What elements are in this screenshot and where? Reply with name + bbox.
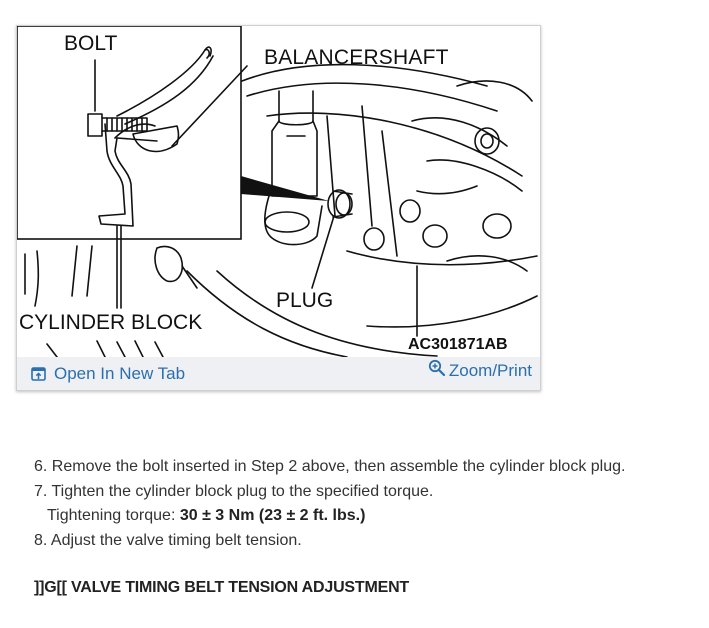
plug-label: PLUG xyxy=(276,289,334,312)
zoom-print-label: Zoom/Print xyxy=(448,361,532,380)
torque-spec: Tightening torque: 30 ± 3 Nm (23 ± 2 ft.… xyxy=(34,504,694,529)
step-8: 8. Adjust the valve timing belt tension. xyxy=(34,531,302,549)
balancershaft-label: BALANCERSHAFT xyxy=(264,46,449,69)
figure-code: AC301871AB xyxy=(408,336,508,353)
open-in-new-tab-label: Open In New Tab xyxy=(54,364,186,383)
bolt-label: BOLT xyxy=(64,32,118,55)
open-new-tab-icon xyxy=(31,367,46,381)
torque-label: Tightening torque: xyxy=(47,507,180,524)
cylinder-block-label: CYLINDER BLOCK xyxy=(19,311,203,334)
figure-card: BOLT BALANCERSHAFT PLUG CYLINDER BLOCK A… xyxy=(16,25,541,391)
open-in-new-tab-link[interactable]: Open In New Tab xyxy=(31,364,185,384)
step-6: 6. Remove the bolt inserted in Step 2 ab… xyxy=(34,458,626,475)
step-7: 7. Tighten the cylinder block plug to th… xyxy=(34,482,434,500)
figure-action-bar: Open In New Tab Zoom/Print xyxy=(17,357,540,390)
engine-diagram xyxy=(17,26,538,357)
procedure-steps: 6. Remove the bolt inserted in Step 2 ab… xyxy=(34,455,694,553)
zoom-print-link[interactable]: Zoom/Print xyxy=(428,359,532,381)
torque-value: 30 ± 3 Nm (23 ± 2 ft. lbs.) xyxy=(179,507,366,524)
zoom-in-icon xyxy=(428,359,445,377)
section-heading: ]]G[[ VALVE TIMING BELT TENSION ADJUSTME… xyxy=(34,579,409,596)
